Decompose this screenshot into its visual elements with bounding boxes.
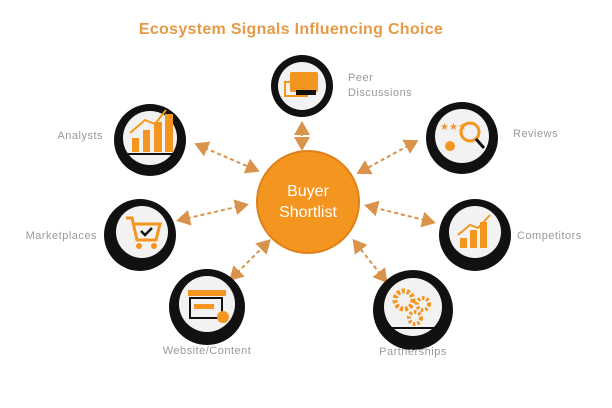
competitors-node-icon bbox=[439, 199, 511, 271]
shopping-cart-icon bbox=[126, 216, 162, 249]
label-peer-line2: Discussions bbox=[348, 87, 413, 99]
label-analysts: Analysts bbox=[57, 130, 103, 142]
arrow-marketplaces bbox=[176, 199, 249, 226]
hub-line2: Shortlist bbox=[279, 204, 337, 221]
analysts-node-icon bbox=[114, 104, 186, 176]
marketplaces-node-icon bbox=[104, 199, 176, 271]
label-partnerships: Partnerships bbox=[379, 346, 447, 358]
webpage-icon bbox=[188, 290, 229, 323]
label-marketplaces: Marketplaces bbox=[25, 230, 97, 242]
arrow-website bbox=[229, 239, 271, 281]
gears-icon bbox=[392, 288, 434, 329]
label-reviews: Reviews bbox=[513, 128, 559, 140]
label-peer-discussions: Peer Discussions bbox=[348, 71, 412, 101]
svg-text:★★★: ★★★ bbox=[440, 122, 467, 133]
arrow-reviews bbox=[356, 139, 419, 175]
chat-bubble-icon bbox=[284, 72, 318, 97]
star-review-icon: ★★★ bbox=[440, 121, 486, 151]
label-website-content: Website/Content bbox=[162, 345, 252, 357]
bar-chart-icon bbox=[128, 109, 176, 155]
growth-chart-icon bbox=[457, 214, 491, 248]
arrow-partnerships bbox=[352, 238, 388, 284]
website-node-icon bbox=[169, 269, 245, 345]
partnerships-node-icon bbox=[373, 270, 453, 350]
peer-node-icon bbox=[271, 55, 333, 117]
label-competitors: Competitors bbox=[517, 230, 582, 242]
arrow-analysts bbox=[194, 141, 260, 174]
arrow-competitors bbox=[364, 200, 436, 228]
hub-line1: Buyer bbox=[287, 183, 329, 200]
buyer-shortlist-hub: Buyer Shortlist bbox=[256, 150, 360, 254]
label-peer-line1: Peer bbox=[348, 72, 374, 84]
reviews-node-icon: ★★★ bbox=[426, 102, 498, 174]
diagram-title: Ecosystem Signals Influencing Choice bbox=[138, 21, 444, 38]
